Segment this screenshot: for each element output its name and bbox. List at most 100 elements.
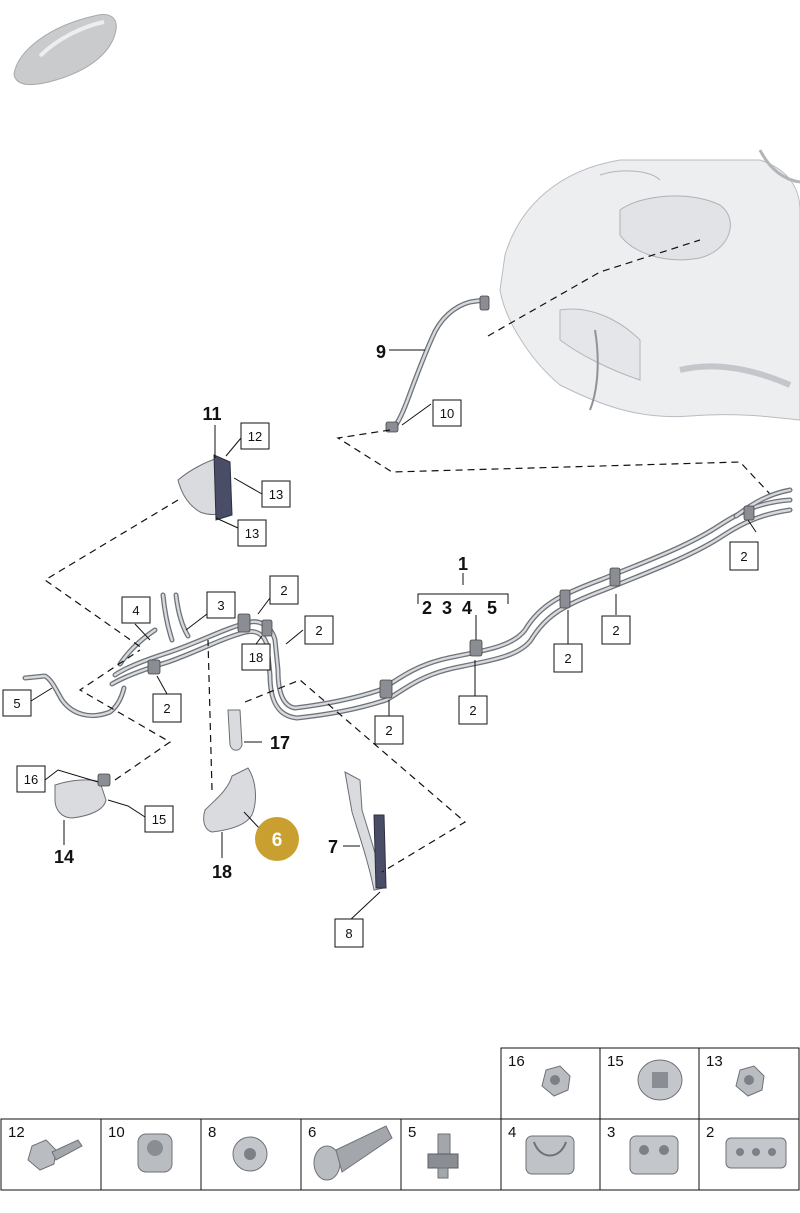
svg-text:2: 2	[564, 651, 571, 666]
callout-5: 5	[2, 689, 32, 717]
svg-text:3: 3	[217, 598, 224, 613]
callout-11: 11	[202, 404, 221, 424]
holder-clip-icon	[427, 1133, 459, 1179]
nut-icon	[541, 1065, 571, 1097]
heat-shield-dashes	[207, 639, 213, 791]
svg-text:2: 2	[385, 723, 392, 738]
callout-2-a: 2	[601, 615, 631, 645]
svg-text:15: 15	[152, 812, 166, 827]
callout-2-c: 2	[458, 695, 488, 725]
callout-8: 8	[334, 918, 364, 948]
callout-1-sub-2: 2	[422, 598, 432, 618]
callout-10: 10	[432, 399, 462, 427]
svg-text:12: 12	[8, 1124, 25, 1141]
hose-17	[227, 709, 243, 751]
svg-text:5: 5	[408, 1124, 416, 1141]
pipe-clip-icon	[525, 1135, 575, 1175]
callout-2-b: 2	[553, 643, 583, 673]
callout-12: 12	[240, 422, 270, 450]
svg-text:13: 13	[706, 1053, 723, 1070]
bracket-14	[54, 773, 111, 819]
callout-2-pipe: 2	[304, 615, 334, 645]
callout-1-sub-4: 4	[462, 598, 472, 618]
svg-text:10: 10	[440, 406, 454, 421]
bracket-11	[177, 454, 233, 521]
bracket-7-dashes	[244, 679, 467, 873]
svg-text:2: 2	[706, 1124, 714, 1141]
callout-3: 3	[206, 591, 236, 619]
callout-2-d: 2	[374, 715, 404, 745]
parts-cell-2: 2	[698, 1118, 800, 1191]
callout-17: 17	[270, 733, 290, 753]
svg-text:8: 8	[345, 926, 352, 941]
parts-cell-15: 15	[599, 1047, 700, 1120]
heat-shield-18	[203, 767, 256, 833]
svg-text:13: 13	[269, 487, 283, 502]
screw-icon	[313, 1125, 393, 1181]
parts-table: 16 15 13 12	[0, 1047, 800, 1191]
parts-cell-5: 5	[400, 1118, 502, 1191]
bracket-14-dashes	[78, 649, 172, 781]
callout-13-upper: 13	[261, 480, 291, 508]
callout-2-right: 2	[729, 541, 759, 571]
callout-1: 1	[458, 554, 468, 574]
callout-6-highlight: 6	[255, 817, 299, 861]
callout-14: 14	[54, 847, 74, 867]
parts-cell-8: 8	[200, 1118, 302, 1191]
multi-clip-icon	[725, 1137, 787, 1169]
main-fuel-pipe-bundle	[109, 487, 793, 721]
callout-9: 9	[376, 342, 386, 362]
callout-1-sub-3: 3	[442, 598, 452, 618]
callout-1-sub-5: 5	[487, 598, 497, 618]
callout-2-top: 2	[269, 575, 299, 605]
fuel-tank	[499, 149, 800, 421]
parts-cell-6: 6	[300, 1118, 402, 1191]
svg-text:16: 16	[24, 772, 38, 787]
clip-icon	[137, 1133, 173, 1173]
parts-cell-16: 16	[500, 1047, 601, 1120]
callout-18-box: 18	[241, 643, 271, 671]
svg-text:2: 2	[740, 549, 747, 564]
callout-7: 7	[328, 837, 338, 857]
bracket-7	[344, 771, 387, 891]
parts-cell-13: 13	[698, 1047, 800, 1120]
line-9-dashes	[336, 429, 771, 495]
parts-cell-4: 4	[500, 1118, 601, 1191]
svg-text:2: 2	[612, 623, 619, 638]
parts-cell-12: 12	[0, 1118, 102, 1191]
callout-18: 18	[212, 862, 232, 882]
svg-text:2: 2	[280, 583, 287, 598]
svg-text:6: 6	[272, 830, 283, 851]
svg-text:13: 13	[245, 526, 259, 541]
svg-text:4: 4	[508, 1124, 516, 1141]
grommet-icon	[232, 1136, 268, 1172]
callout-4: 4	[121, 596, 151, 624]
svg-text:2: 2	[315, 623, 322, 638]
leader-lines	[30, 349, 757, 922]
fuel-line-4-and-3	[117, 592, 191, 667]
hex-nut-icon	[735, 1065, 765, 1097]
svg-text:2: 2	[163, 701, 170, 716]
svg-text:8: 8	[208, 1124, 216, 1141]
callout-15: 15	[144, 805, 174, 833]
svg-text:2: 2	[469, 703, 476, 718]
tank-connection-dashes	[487, 239, 701, 337]
svg-text:16: 16	[508, 1053, 525, 1070]
parts-cell-10: 10	[100, 1118, 202, 1191]
car-silhouette-icon	[13, 14, 117, 85]
fuel-line-9	[385, 295, 490, 433]
fuel-line-5	[22, 673, 127, 718]
bracket-11-dashes	[43, 499, 179, 649]
flange-nut-icon	[637, 1059, 683, 1101]
bolt-icon	[27, 1139, 83, 1171]
svg-text:15: 15	[607, 1053, 624, 1070]
callout-16: 16	[16, 765, 46, 793]
double-clip-icon	[629, 1135, 679, 1175]
svg-text:18: 18	[249, 650, 263, 665]
svg-text:6: 6	[308, 1124, 316, 1141]
callout-13-lower: 13	[237, 519, 267, 547]
svg-text:10: 10	[108, 1124, 125, 1141]
svg-text:5: 5	[13, 696, 20, 711]
svg-text:4: 4	[132, 603, 139, 618]
